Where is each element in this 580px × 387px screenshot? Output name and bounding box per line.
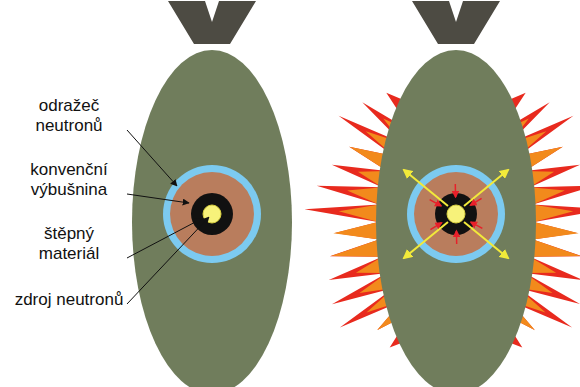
tail-fin bbox=[168, 1, 256, 44]
bomb-exploding bbox=[376, 1, 536, 387]
bomb-body bbox=[132, 50, 292, 387]
implosion-arrow bbox=[471, 222, 482, 228]
bomb-body bbox=[376, 50, 536, 387]
part-label: štěpný materiál bbox=[14, 224, 124, 264]
leader-line bbox=[127, 217, 209, 304]
neutron-reflector bbox=[407, 165, 505, 263]
leader-line bbox=[127, 130, 177, 186]
outward-arrow bbox=[464, 170, 508, 206]
outward-arrow bbox=[404, 222, 448, 258]
bomb-intact bbox=[132, 1, 292, 387]
tail-fin bbox=[412, 1, 500, 44]
outward-arrow bbox=[464, 222, 508, 258]
leader-lines bbox=[127, 130, 209, 304]
implosion-arrow bbox=[456, 231, 458, 244]
leader-line bbox=[127, 194, 189, 203]
implosion-arrow bbox=[455, 184, 457, 197]
outward-arrow bbox=[404, 170, 448, 206]
implosion-arrow bbox=[430, 200, 441, 206]
part-label: odražeč neutronů bbox=[14, 96, 124, 136]
implosion-arrow bbox=[430, 223, 441, 230]
conventional-explosive bbox=[170, 172, 254, 256]
neutron-reflector bbox=[163, 165, 261, 263]
part-label: konvenční výbušnina bbox=[14, 160, 124, 200]
leader-line bbox=[127, 219, 201, 258]
explosion-arrows bbox=[404, 170, 508, 258]
implosion-arrow bbox=[471, 198, 482, 205]
neutron-source bbox=[447, 205, 465, 223]
conventional-explosive bbox=[414, 172, 498, 256]
part-label: zdroj neutronů bbox=[14, 290, 124, 310]
